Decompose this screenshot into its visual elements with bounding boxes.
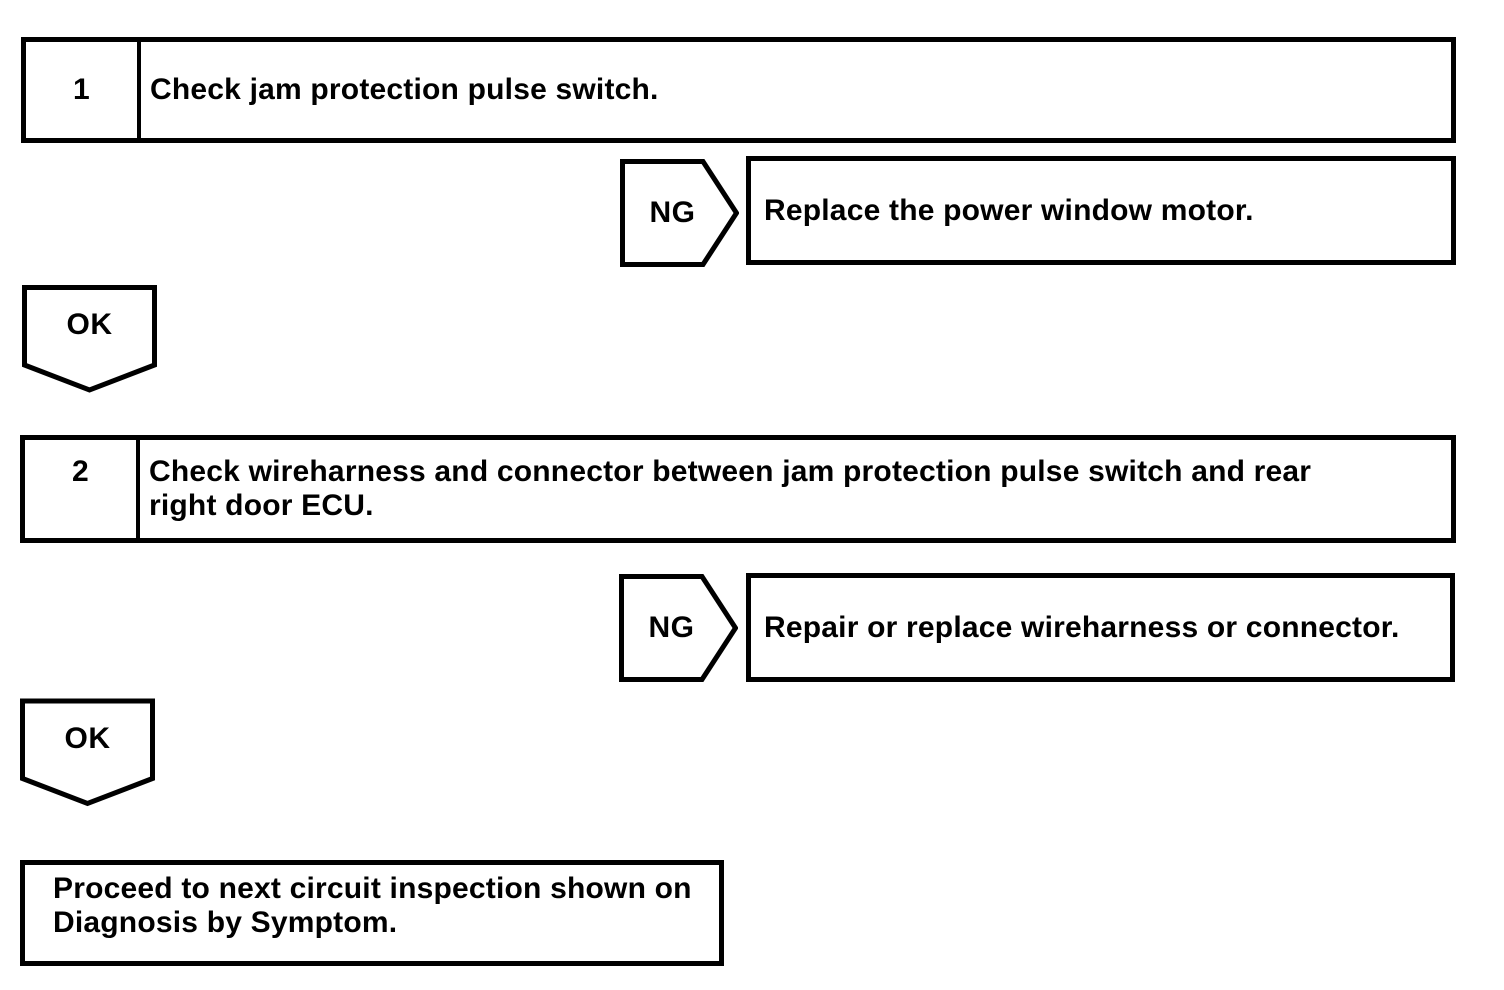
action-2-text: Repair or replace wireharness or connect… bbox=[764, 610, 1400, 644]
ng-right-arrow-icon bbox=[620, 159, 739, 267]
step-1-box: 1 Check jam protection pulse switch. bbox=[21, 37, 1456, 143]
step-1-number: 1 bbox=[73, 73, 90, 106]
ng-2-label: NG bbox=[648, 611, 695, 644]
ng-right-arrow-icon bbox=[619, 574, 738, 682]
step-2-instruction-text: Check wireharness and connector between … bbox=[149, 455, 1312, 522]
final-action-text: Proceed to next circuit inspection shown… bbox=[53, 872, 692, 939]
ok-2-connector: OK bbox=[20, 698, 155, 807]
ng-1-connector: NG bbox=[620, 159, 739, 267]
step-1-instruction: Check jam protection pulse switch. bbox=[141, 42, 1451, 138]
step-2-number-cell: 2 bbox=[25, 440, 140, 538]
step-1-instruction-text: Check jam protection pulse switch. bbox=[150, 73, 659, 106]
ng-1-label: NG bbox=[649, 196, 696, 229]
step-2-box: 2 Check wireharness and connector betwee… bbox=[20, 435, 1456, 543]
ok-2-label: OK bbox=[64, 721, 111, 755]
ok-down-arrow-icon bbox=[20, 698, 155, 807]
ok-1-label: OK bbox=[66, 308, 113, 341]
action-1-text: Replace the power window motor. bbox=[764, 193, 1254, 227]
action-1-box: Replace the power window motor. bbox=[746, 156, 1456, 265]
step-1-number-cell: 1 bbox=[26, 42, 141, 138]
final-action-box: Proceed to next circuit inspection shown… bbox=[20, 860, 724, 966]
step-2-instruction: Check wireharness and connector between … bbox=[140, 440, 1451, 538]
ng-2-connector: NG bbox=[619, 574, 738, 682]
step-2-number: 2 bbox=[72, 455, 89, 488]
ok-1-connector: OK bbox=[22, 285, 157, 393]
ok-down-arrow-icon bbox=[22, 285, 157, 393]
action-2-box: Repair or replace wireharness or connect… bbox=[746, 573, 1455, 682]
